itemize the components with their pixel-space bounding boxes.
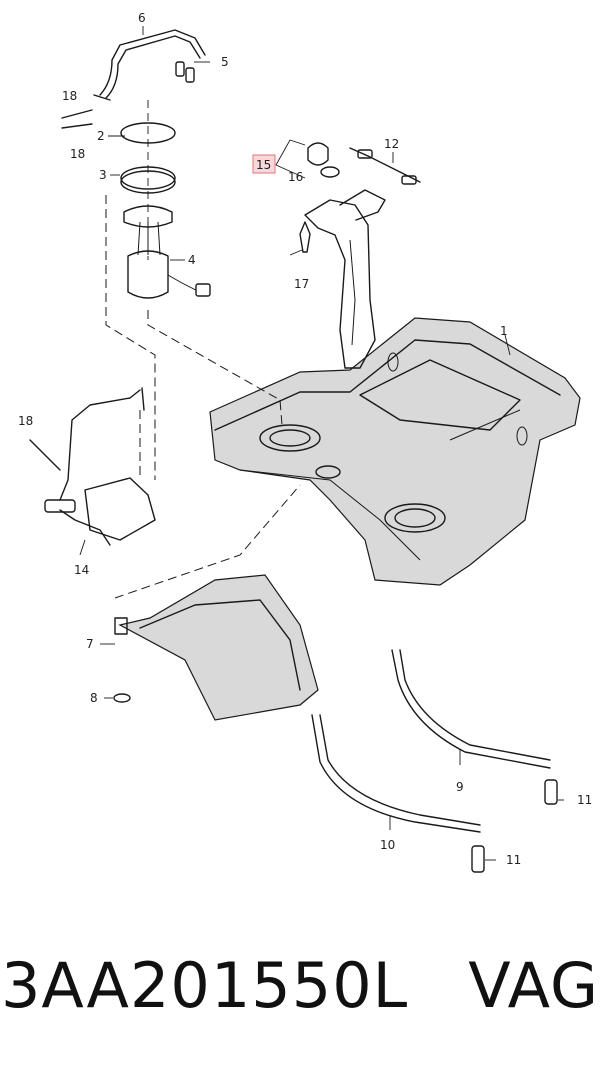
callout-12[interactable]: 12 — [384, 137, 399, 151]
callout-3[interactable]: 3 — [99, 168, 107, 182]
callout-7[interactable]: 7 — [86, 637, 94, 651]
callout-14[interactable]: 14 — [74, 563, 89, 577]
dashed-leader-shield — [114, 484, 301, 599]
filler-neck — [304, 189, 386, 369]
evap-assembly — [29, 387, 156, 546]
callout-8[interactable]: 8 — [90, 691, 98, 705]
parts-diagram: 1 2 3 4 5 6 7 8 9 10 11 11 12 14 15 16 1… — [18, 11, 592, 873]
leader-lines — [79, 26, 564, 861]
brand-name: VAG — [468, 948, 600, 1022]
callout-4[interactable]: 4 — [188, 253, 196, 267]
tank-straps — [311, 649, 558, 873]
callout-16[interactable]: 16 — [288, 170, 303, 184]
callout-18-b[interactable]: 18 — [70, 147, 85, 161]
callout-9[interactable]: 9 — [456, 780, 464, 794]
callout-11-a[interactable]: 11 — [577, 793, 592, 807]
callout-18-c[interactable]: 18 — [18, 414, 33, 428]
callout-10[interactable]: 10 — [380, 838, 395, 852]
part-number-caption: 3AA201550L VAG — [0, 945, 600, 1025]
callout-11-b[interactable]: 11 — [506, 853, 521, 867]
part-number: 3AA201550L — [0, 948, 409, 1022]
fuel-lines — [61, 29, 206, 129]
callout-15[interactable]: 15 — [256, 158, 271, 172]
callout-15-highlight — [252, 154, 276, 174]
dashed-leader-pump — [147, 310, 283, 426]
fuel-pump-assembly — [120, 100, 211, 299]
callout-1[interactable]: 1 — [500, 324, 508, 338]
fuel-tank — [209, 317, 581, 586]
callout-2[interactable]: 2 — [97, 129, 105, 143]
heat-shield — [113, 574, 319, 721]
filler-cap-group — [299, 142, 421, 253]
callout-6[interactable]: 6 — [138, 11, 146, 25]
callout-17[interactable]: 17 — [294, 277, 309, 291]
callout-18-a[interactable]: 18 — [62, 89, 77, 103]
dashed-leader-evap — [105, 195, 156, 480]
callout-5[interactable]: 5 — [221, 55, 229, 69]
